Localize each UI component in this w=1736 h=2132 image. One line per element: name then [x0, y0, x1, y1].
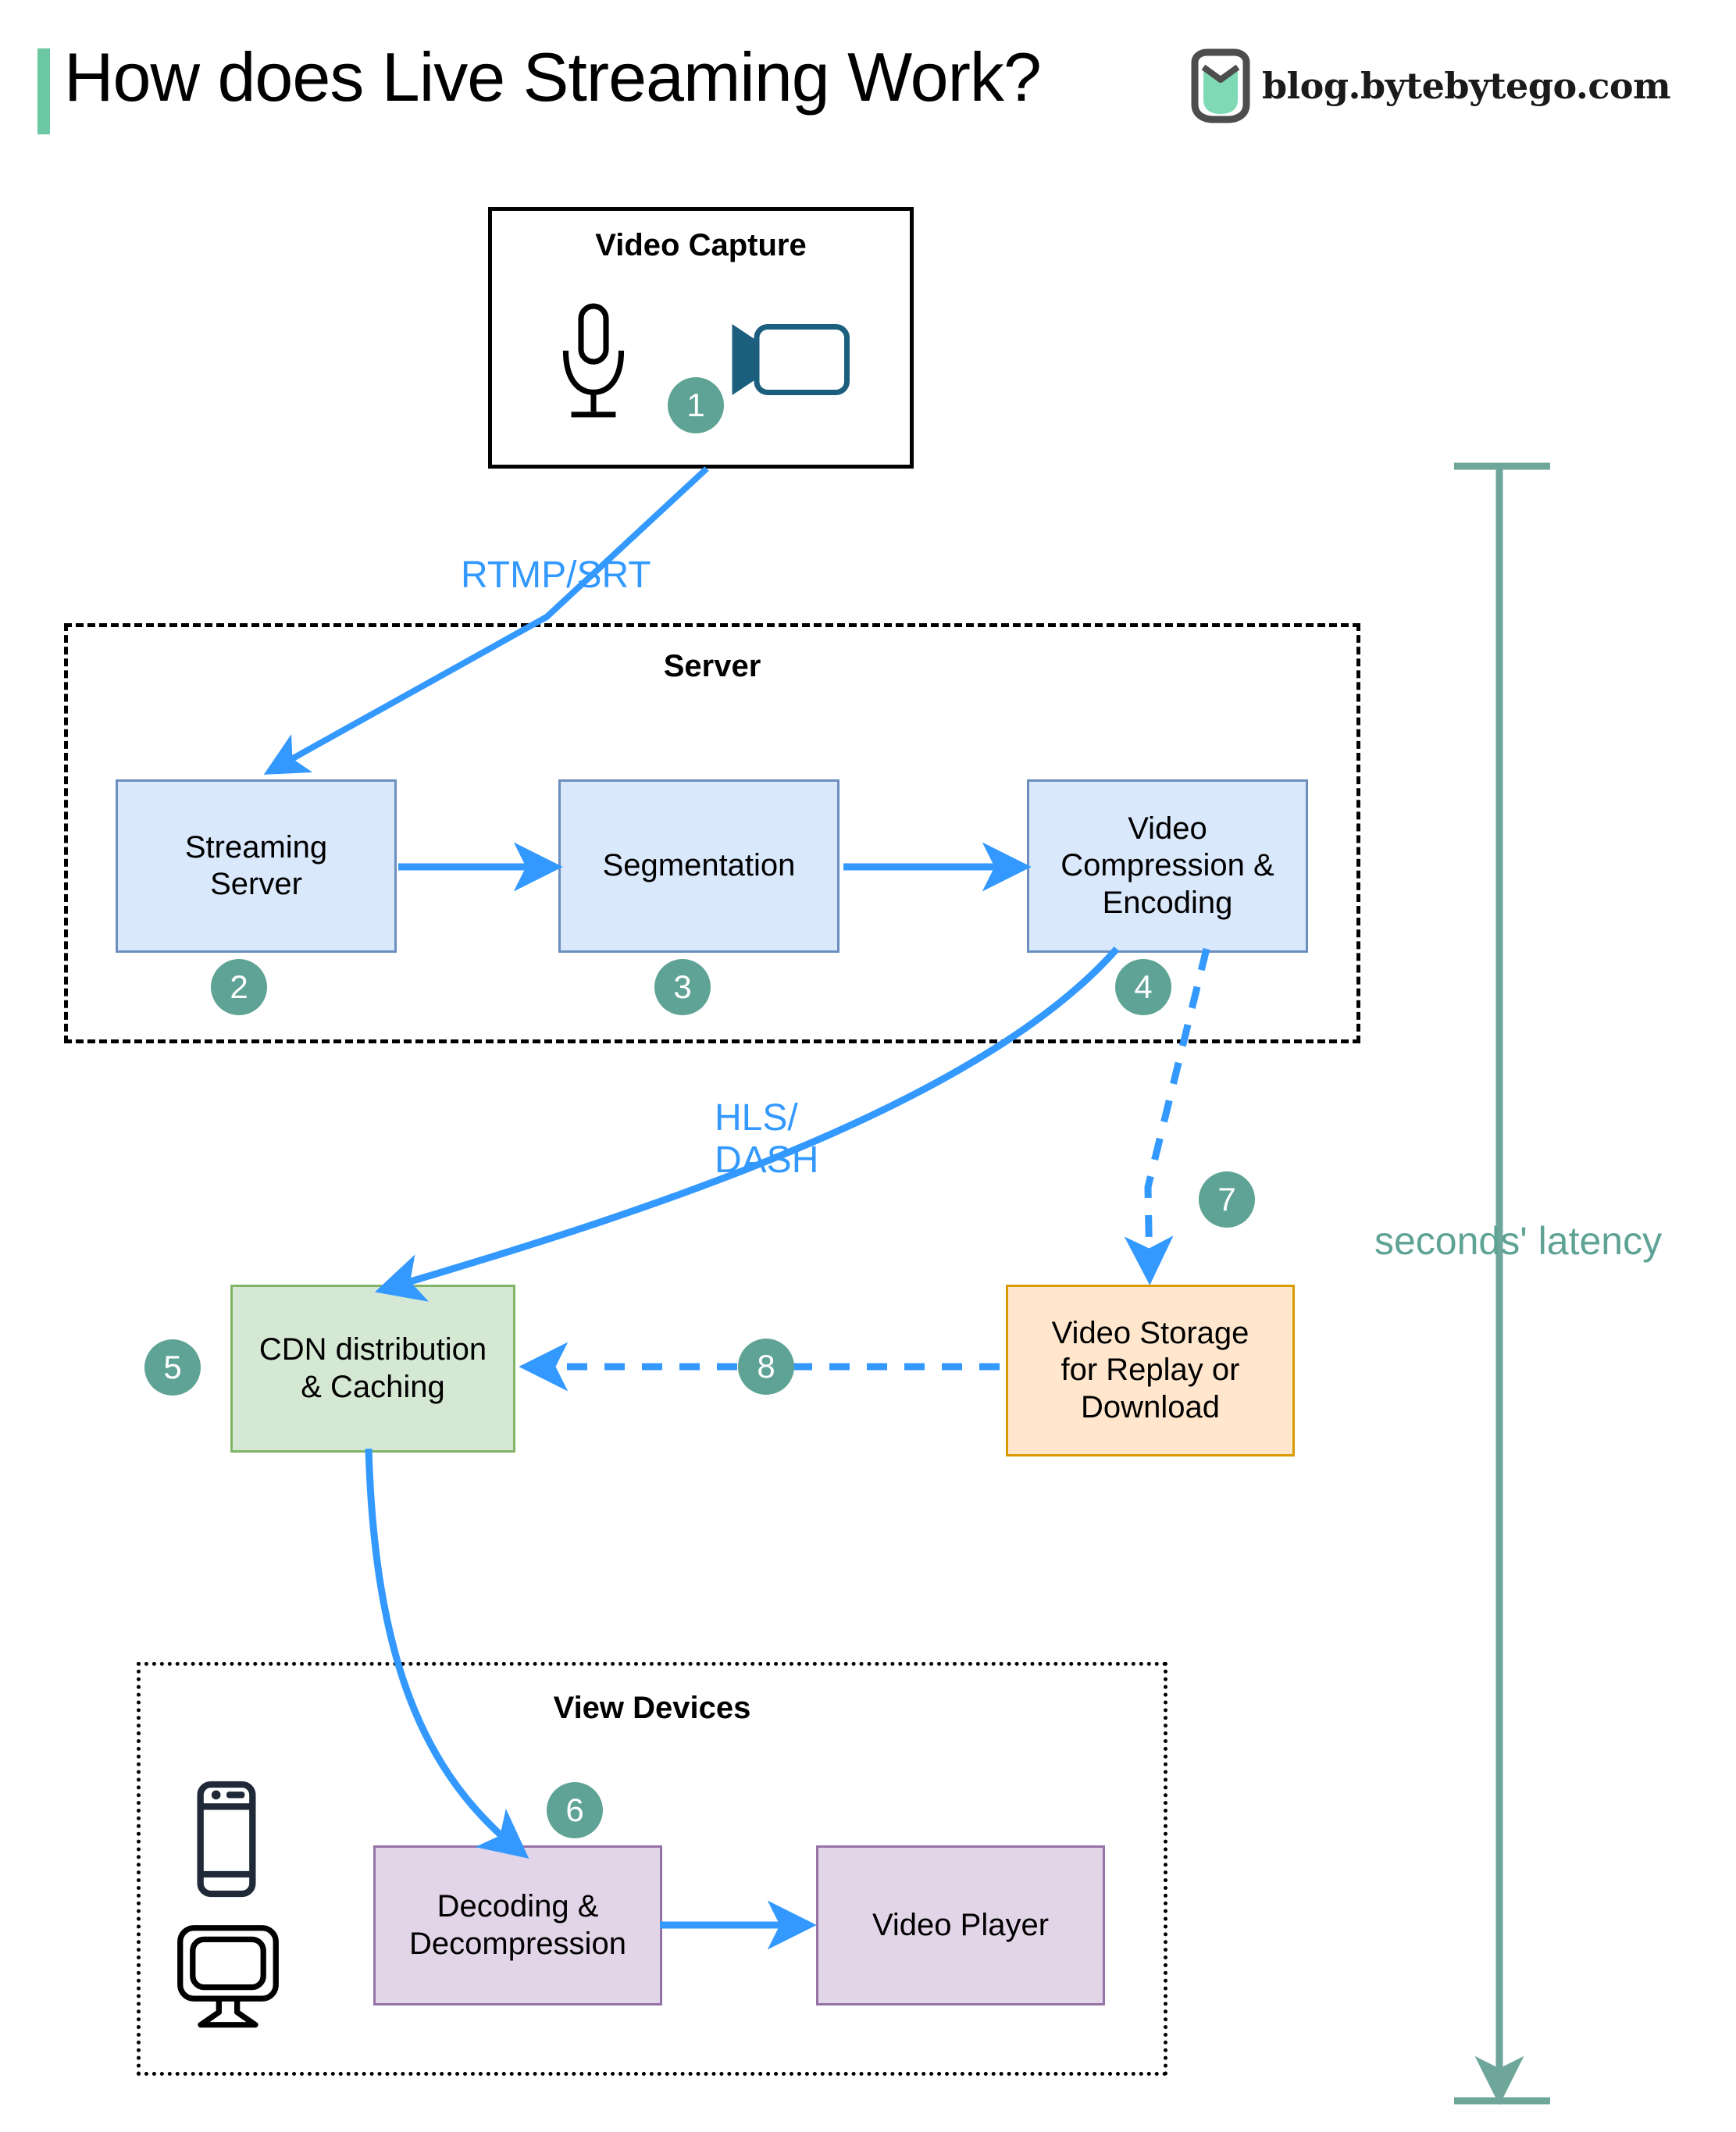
- node-video-compression-label: Video Compression & Encoding: [1060, 811, 1274, 920]
- group-video-capture-title: Video Capture: [595, 228, 807, 262]
- badge-4: 4: [1115, 959, 1171, 1015]
- group-view-devices-title: View Devices: [553, 1691, 751, 1725]
- group-server-title: Server: [663, 649, 761, 683]
- node-decoding-label: Decoding & Decompression: [409, 1889, 626, 1961]
- node-segmentation-label: Segmentation: [602, 848, 796, 883]
- badge-2: 2: [211, 959, 267, 1015]
- brand-text: blog.bytebytego.com: [1262, 65, 1671, 107]
- latency-label: seconds' latency: [1374, 1219, 1663, 1263]
- node-segmentation[interactable]: Segmentation: [558, 779, 839, 953]
- edge-label-hls-line1: HLS/: [715, 1097, 798, 1139]
- title-accent-bar: [37, 48, 50, 134]
- microphone-icon: [562, 303, 625, 418]
- page-title: How does Live Streaming Work?: [64, 38, 1042, 116]
- badge-7: 7: [1199, 1171, 1255, 1228]
- badge-3: 3: [654, 959, 711, 1015]
- video-camera-icon: [732, 324, 850, 395]
- node-video-player-label: Video Player: [872, 1907, 1050, 1942]
- node-cdn-label: CDN distribution & Caching: [258, 1332, 487, 1404]
- node-streaming-server[interactable]: Streaming Server: [116, 779, 397, 953]
- group-view-devices: View Devices: [137, 1662, 1167, 2076]
- badge-5: 5: [144, 1339, 201, 1396]
- bytebytego-logo-icon: [1191, 48, 1250, 123]
- badge-6: 6: [547, 1782, 603, 1838]
- node-cdn[interactable]: CDN distribution & Caching: [230, 1285, 515, 1453]
- badge-1: 1: [668, 377, 724, 433]
- edge-label-rtmp-srt: RTMP/SRT: [461, 554, 651, 596]
- node-video-compression[interactable]: Video Compression & Encoding: [1027, 779, 1308, 953]
- node-video-player[interactable]: Video Player: [816, 1845, 1105, 2005]
- brand: blog.bytebytego.com: [1187, 48, 1671, 123]
- node-streaming-server-label: Streaming Server: [184, 829, 328, 901]
- desktop-monitor-icon: [177, 1925, 279, 2028]
- node-video-storage-label: Video Storage for Replay or Download: [1051, 1316, 1249, 1424]
- node-video-storage[interactable]: Video Storage for Replay or Download: [1006, 1285, 1295, 1456]
- badge-8: 8: [738, 1339, 794, 1395]
- mobile-phone-icon: [197, 1781, 256, 1898]
- edge-label-hls-line2: DASH: [715, 1139, 819, 1181]
- node-decoding[interactable]: Decoding & Decompression: [373, 1845, 662, 2005]
- header: How does Live Streaming Work? blog.byteb…: [0, 0, 1736, 156]
- edge-label-hls-dash: HLS/ DASH: [715, 1097, 818, 1182]
